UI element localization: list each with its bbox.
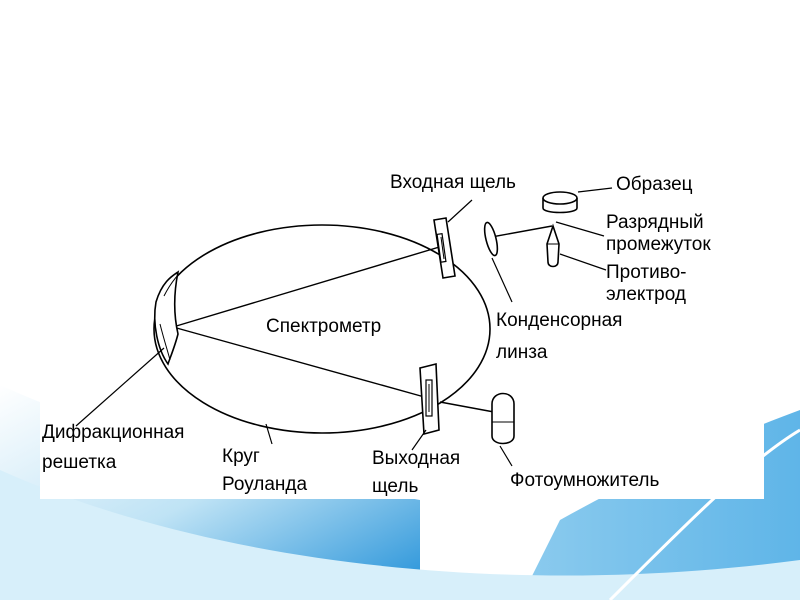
label-condenser-lens-line1: Конденсорная <box>496 310 623 331</box>
label-sample: Образец <box>616 174 693 195</box>
entrance-slit <box>433 217 456 279</box>
exit-slit <box>419 362 440 436</box>
leader-discharge-gap <box>555 221 605 237</box>
leader-exit-slit <box>411 429 427 451</box>
beam-grating-to-exit <box>172 326 429 399</box>
wave-shape-bottom <box>0 470 800 600</box>
label-rowland-circle-line2: Роуланда <box>222 474 308 495</box>
leader-sample <box>577 187 613 193</box>
rowland-circle <box>153 224 491 434</box>
leader-counter-electrode <box>559 253 607 271</box>
leader-photomultiplier <box>499 445 513 467</box>
label-diffraction-grating-line2: решетка <box>42 452 117 473</box>
label-condenser-lens-line2: линза <box>496 342 548 363</box>
label-exit-slit-line1: Выходная <box>372 448 461 469</box>
label-rowland-circle-line1: Круг <box>222 446 260 467</box>
label-photomultiplier: Фотоумножитель <box>510 470 660 491</box>
label-diffraction-grating-line1: Дифракционная <box>42 422 185 443</box>
label-counter-electrode-line2: электрод <box>606 284 686 305</box>
beam-exit-to-pmt <box>439 401 495 413</box>
label-exit-slit-line2: щель <box>372 476 419 497</box>
beam-source-to-lens <box>485 225 553 239</box>
leader-entrance-slit <box>447 199 473 223</box>
label-counter-electrode-line1: Противо- <box>606 262 687 283</box>
diffraction-grating <box>153 270 180 366</box>
rowland-spectrometer-diagram <box>75 187 613 467</box>
label-discharge-gap-line2: промежуток <box>606 234 711 255</box>
leader-condenser-lens <box>491 257 513 303</box>
counter-electrode <box>546 223 560 268</box>
condenser-lens <box>483 221 499 257</box>
label-discharge-gap-line1: Разрядный <box>606 212 704 233</box>
sample <box>542 191 578 214</box>
diagram-panel: Входная щель Образец Разрядный промежуто… <box>40 164 764 499</box>
photomultiplier <box>491 392 515 445</box>
leader-rowland-circle <box>265 423 273 445</box>
label-spectrometer: Спектрометр <box>266 316 382 337</box>
leader-grating <box>75 347 165 427</box>
beam-slit-to-grating <box>172 244 447 328</box>
label-entrance-slit: Входная щель <box>390 172 516 193</box>
